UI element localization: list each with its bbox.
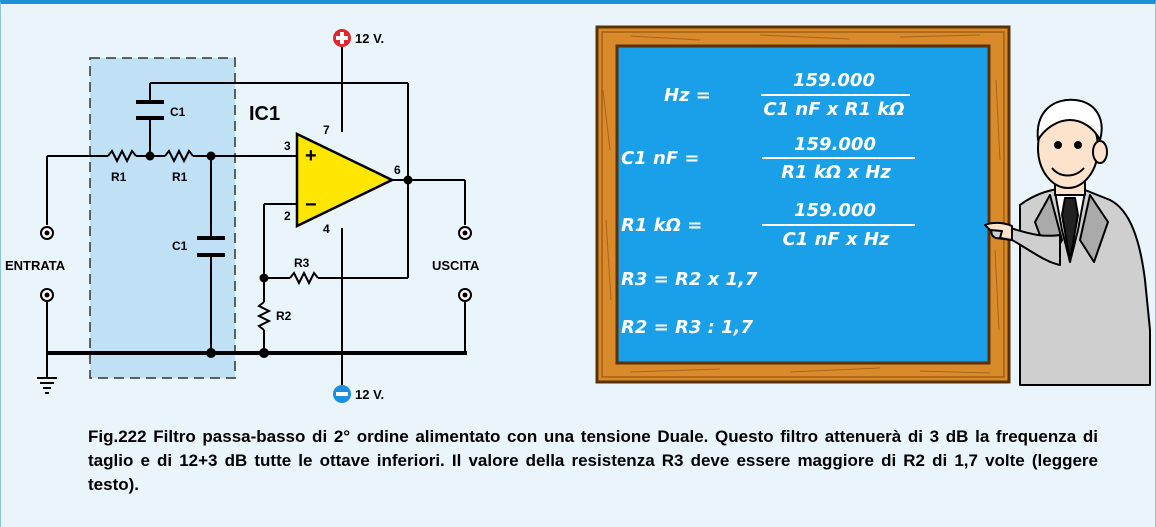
ground-icon [37, 377, 57, 394]
formula3-denominator: C1 nF x Hz [783, 229, 890, 250]
formula3-lhs: R1 kΩ = [621, 215, 702, 236]
formula1-numerator: 159.000 [793, 70, 875, 91]
r1-right-resistor [164, 148, 194, 164]
formula2-lhs: C1 nF = [621, 148, 699, 169]
supply-pos-label: 12 V. [355, 31, 384, 46]
formula4: R3 = R2 x 1,7 [621, 269, 758, 290]
input-label: ENTRATA [5, 258, 66, 273]
formula-board: Hz = 159.000 C1 nF x R1 kΩ C1 nF = 159.0… [595, 25, 1011, 384]
opamp-label: IC1 [249, 103, 280, 125]
r2-resistor [256, 301, 272, 331]
formula2-numerator: 159.000 [794, 134, 876, 155]
circuit-schematic: 12 V. 12 V. IC1 3 7 6 2 4 + − C1 C1 R1 R… [5, 29, 480, 403]
r1-left-resistor [107, 148, 137, 164]
teacher-illustration [984, 98, 1151, 386]
pin7-label: 7 [323, 123, 330, 137]
filter-highlight [90, 58, 235, 378]
formula3-numerator: 159.000 [794, 200, 876, 221]
figure-caption: Fig.222 Filtro passa-basso di 2° ordine … [88, 427, 1098, 494]
pin3-label: 3 [284, 139, 291, 153]
c1-bottom-label: C1 [172, 239, 188, 253]
r2-label: R2 [276, 309, 292, 323]
minus-input-label: − [305, 194, 317, 216]
c1-top-label: C1 [170, 105, 186, 119]
pin2-label: 2 [284, 209, 291, 223]
plus-supply-icon [333, 29, 351, 47]
board-surface [615, 44, 991, 365]
r1-right-label: R1 [172, 170, 188, 184]
formula5: R2 = R3 : 1,7 [621, 317, 753, 338]
r3-label: R3 [294, 256, 310, 270]
formula2-denominator: R1 kΩ x Hz [781, 162, 891, 183]
opamp-triangle [295, 132, 395, 228]
r3-resistor [289, 270, 319, 286]
pin4-label: 4 [323, 222, 330, 236]
r1-left-label: R1 [111, 170, 127, 184]
supply-neg-label: 12 V. [355, 387, 384, 402]
output-label: USCITA [432, 258, 480, 273]
filter-dashed-border [89, 57, 236, 379]
pin6-label: 6 [394, 163, 401, 177]
formula1-denominator: C1 nF x R1 kΩ [763, 99, 904, 120]
minus-supply-icon [333, 385, 351, 403]
formula1-lhs: Hz = [664, 85, 711, 106]
plus-input-label: + [305, 145, 317, 167]
